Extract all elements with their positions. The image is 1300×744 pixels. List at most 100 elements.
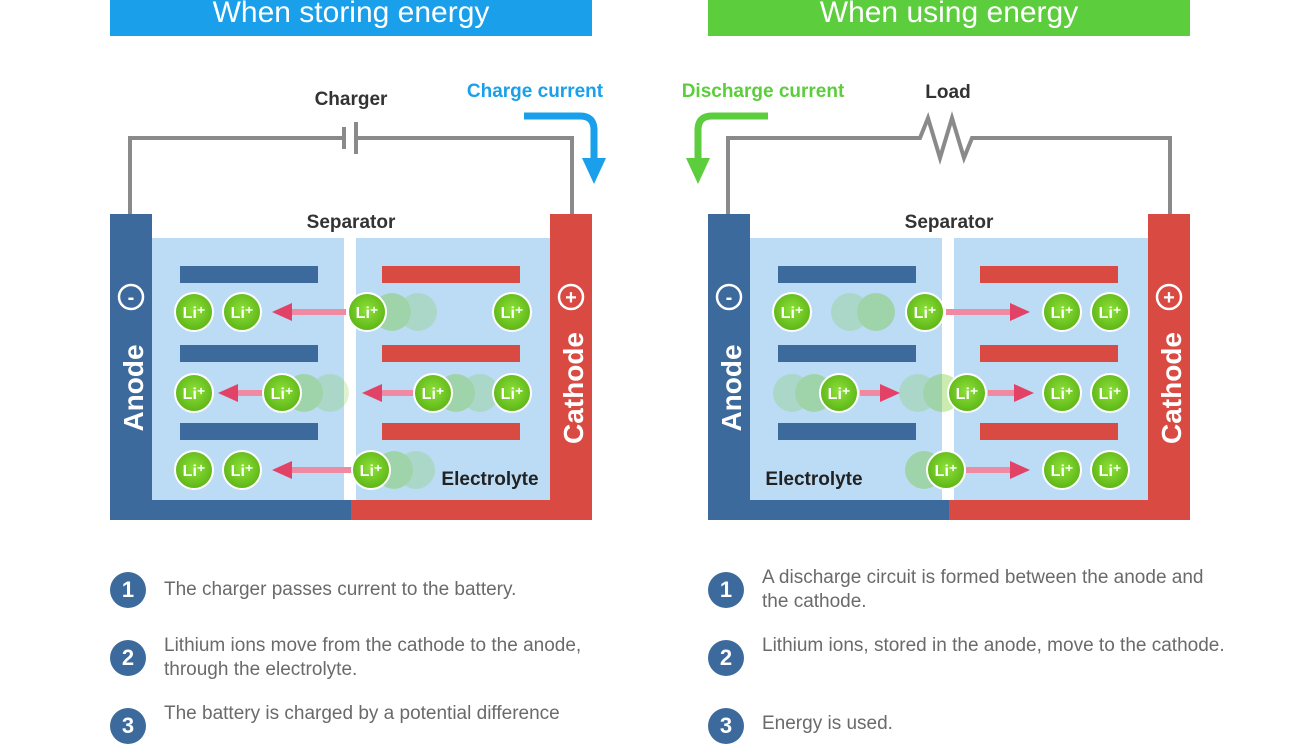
lithium-ions: Li⁺ Li⁺ Li⁺ Li⁺ Li⁺ Li⁺ Li⁺ Li⁺ Li⁺ Li⁺ … [772, 292, 1130, 490]
ion-arrow-head [1014, 384, 1034, 402]
cathode-layer [382, 423, 520, 440]
anode-label: Anode [716, 344, 747, 431]
anode-layer [778, 345, 916, 362]
lithium-ion: Li⁺ [222, 450, 262, 490]
svg-text:Li⁺: Li⁺ [828, 386, 851, 403]
svg-text:Li⁺: Li⁺ [183, 305, 206, 322]
ion-arrow-head [1010, 303, 1030, 321]
cathode-layer [382, 345, 520, 362]
svg-text:Li⁺: Li⁺ [935, 463, 958, 480]
using-title: When using energy [820, 0, 1079, 29]
lithium-ion: Li⁺ [1090, 292, 1130, 332]
cathode-sign: + [1163, 287, 1175, 309]
svg-text:Li⁺: Li⁺ [231, 305, 254, 322]
ion-arrow-head [362, 384, 382, 402]
lithium-ion: Li⁺ [347, 292, 387, 332]
using-step-1: 1 A discharge circuit is formed between … [708, 567, 1232, 614]
step-number-badge: 3 [110, 708, 146, 744]
anode-sign: - [726, 287, 733, 309]
svg-text:Li⁺: Li⁺ [501, 305, 524, 322]
storing-title: When storing energy [213, 0, 490, 29]
electrolyte-label: Electrolyte [765, 469, 862, 490]
lithium-ion: Li⁺ [174, 373, 214, 413]
load-label: Load [925, 82, 970, 103]
using-step-2: 2 Lithium ions, stored in the anode, mov… [708, 635, 1232, 676]
svg-text:Li⁺: Li⁺ [1099, 386, 1122, 403]
lithium-ion: Li⁺ [262, 373, 302, 413]
lithium-ion: Li⁺ [174, 292, 214, 332]
step-number-badge: 1 [708, 572, 744, 608]
anode-sign: - [128, 287, 135, 309]
svg-text:Li⁺: Li⁺ [1051, 386, 1074, 403]
cathode-base [949, 500, 1190, 520]
minus-icon [715, 283, 743, 311]
svg-text:Li⁺: Li⁺ [914, 305, 937, 322]
anode-layer [778, 266, 916, 283]
svg-text:Li⁺: Li⁺ [231, 463, 254, 480]
ion-flow-arrows [218, 303, 414, 479]
cathode-label: Cathode [558, 332, 589, 444]
step-text: A discharge circuit is formed between th… [762, 567, 1204, 612]
anode-base [708, 500, 949, 520]
lithium-ion: Li⁺ [492, 373, 532, 413]
anode-label: Anode [118, 344, 149, 431]
lithium-ion: Li⁺ [222, 292, 262, 332]
svg-text:Li⁺: Li⁺ [1099, 463, 1122, 480]
using-step-3: 3 Energy is used. [708, 708, 1232, 744]
lithium-ion: Li⁺ [947, 373, 987, 413]
ion-arrow-head [218, 384, 238, 402]
storing-step-2: 2 Lithium ions move from the cathode to … [110, 635, 634, 682]
load-wire [726, 111, 1172, 214]
svg-text:Li⁺: Li⁺ [356, 305, 379, 322]
discharge-current-label: Discharge current [682, 81, 845, 102]
storing-header [110, 0, 592, 36]
discharge-current-arrow-shaft [694, 112, 768, 160]
svg-text:Li⁺: Li⁺ [1099, 305, 1122, 322]
charger-label: Charger [315, 89, 388, 110]
cathode-base [351, 500, 592, 520]
storing-panel: When storing energy Charger Charge curre… [110, 0, 606, 520]
charger-wire-right [356, 136, 574, 214]
svg-text:Li⁺: Li⁺ [271, 386, 294, 403]
step-number-badge: 2 [110, 640, 146, 676]
cathode-sign: + [565, 287, 577, 309]
anode-layer [180, 266, 318, 283]
plus-icon [557, 283, 585, 311]
ion-arrow-head [1010, 461, 1030, 479]
anode-plate [708, 214, 750, 520]
cathode-label: Cathode [1156, 332, 1187, 444]
lithium-ion: Li⁺ [772, 292, 812, 332]
cathode-layer [382, 266, 520, 283]
charge-current-arrow-head [582, 158, 606, 184]
svg-text:Li⁺: Li⁺ [781, 305, 804, 322]
cathode-plate [550, 214, 592, 520]
svg-text:Li⁺: Li⁺ [501, 386, 524, 403]
step-text: Lithium ions, stored in the anode, move … [762, 635, 1225, 656]
step-text: Energy is used. [762, 713, 893, 734]
using-header [708, 0, 1190, 36]
anode-base [110, 500, 351, 520]
separator-label: Separator [307, 212, 396, 233]
svg-text:Li⁺: Li⁺ [183, 463, 206, 480]
cathode-layer [980, 266, 1118, 283]
electrolyte-label: Electrolyte [441, 469, 538, 490]
plus-icon [1155, 283, 1183, 311]
svg-text:Li⁺: Li⁺ [1051, 463, 1074, 480]
minus-icon [117, 283, 145, 311]
step-text: The battery is charged by a potential di… [164, 703, 560, 724]
ion-arrow-head [272, 303, 292, 321]
charger-wire-left [128, 136, 344, 214]
cathode-plate [1148, 214, 1190, 520]
svg-text:Li⁺: Li⁺ [422, 386, 445, 403]
charge-current-label: Charge current [467, 81, 604, 102]
separator-label: Separator [905, 212, 994, 233]
lithium-ion: Li⁺ [492, 292, 532, 332]
cathode-layer [980, 423, 1118, 440]
ion-flow-arrows [860, 303, 1034, 479]
ion-arrow-head [880, 384, 900, 402]
ion-arrow-head [272, 461, 292, 479]
svg-text:Li⁺: Li⁺ [1051, 305, 1074, 322]
storing-step-3: 3 The battery is charged by a potential … [110, 703, 634, 744]
step-number-badge: 2 [708, 640, 744, 676]
